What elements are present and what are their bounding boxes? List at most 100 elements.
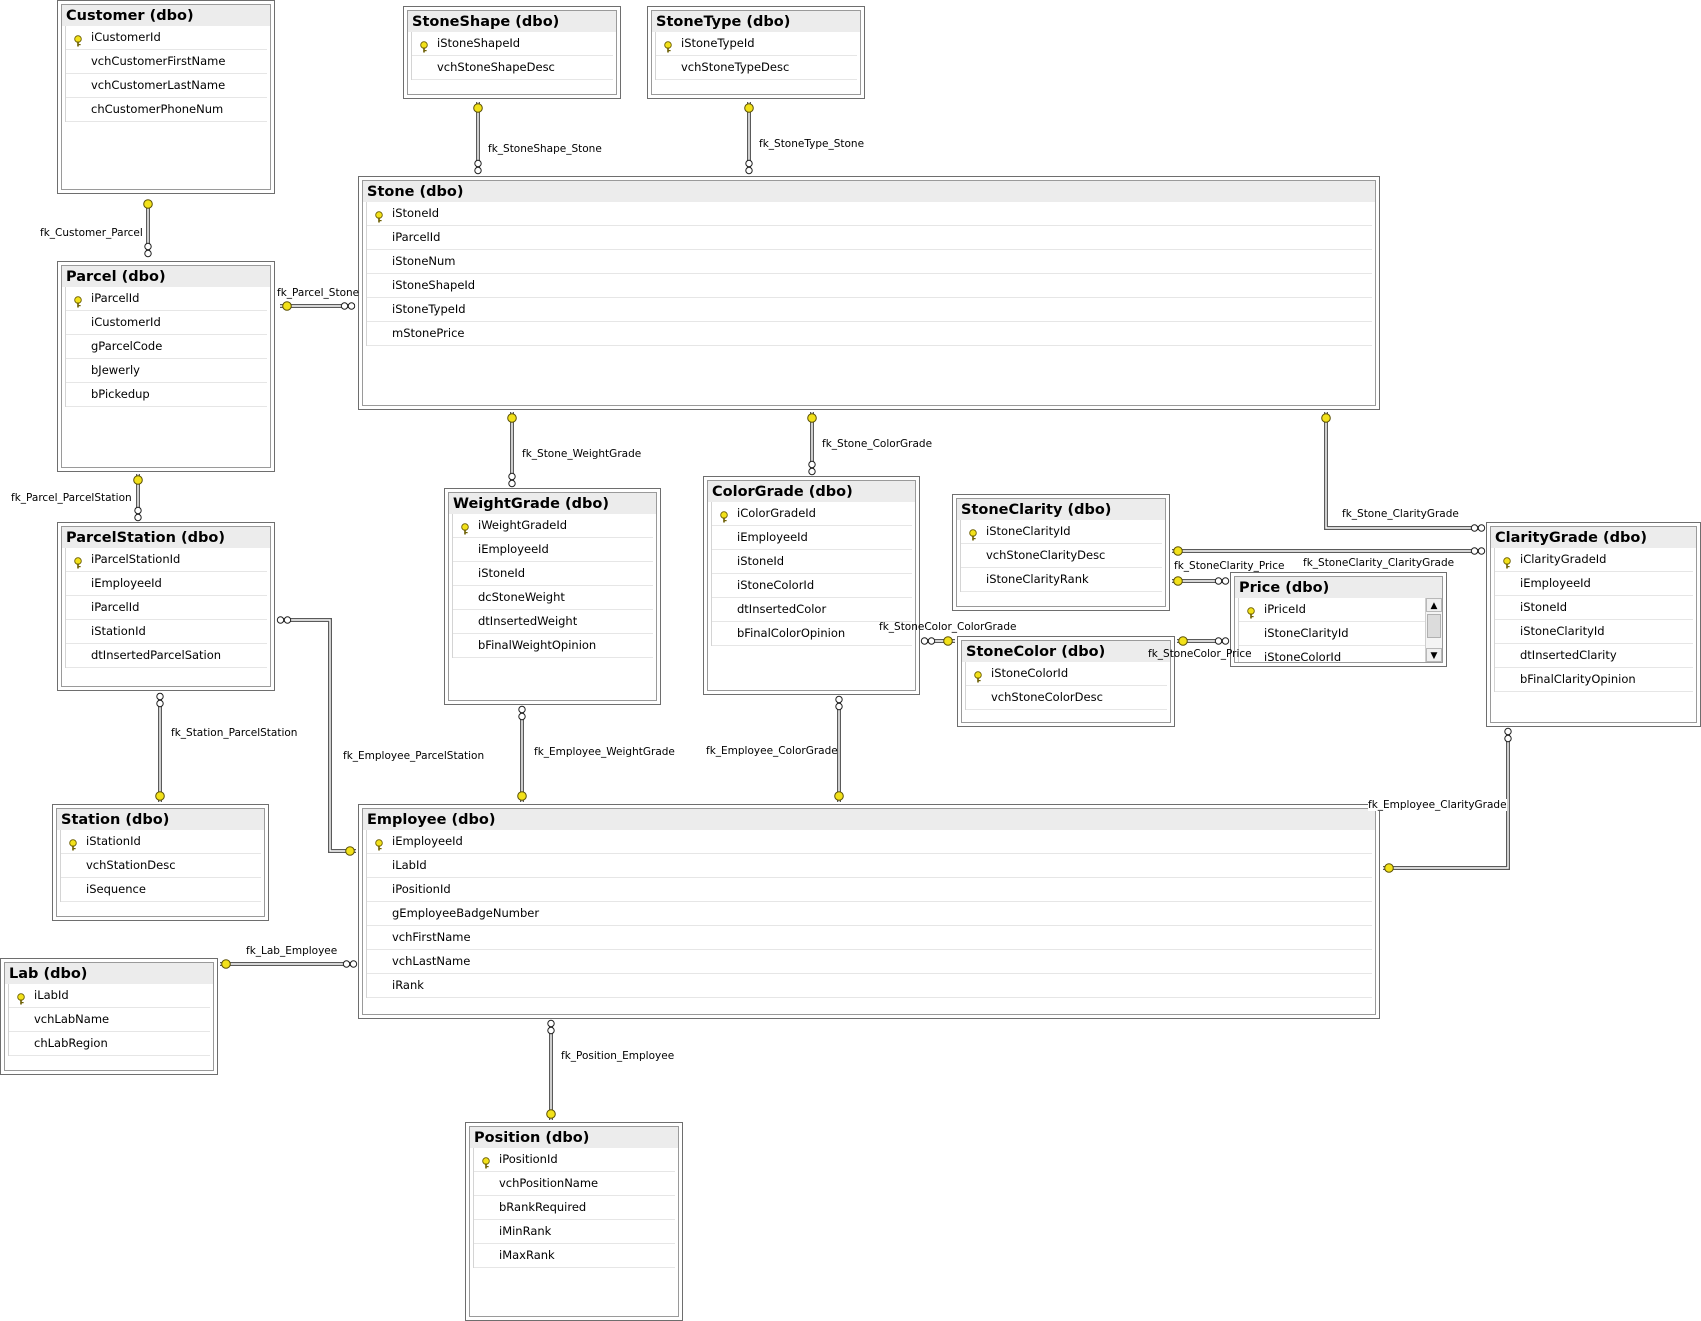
column-row[interactable]: iLabId (367, 854, 1372, 878)
column-row[interactable]: iCustomerId (66, 26, 267, 50)
table-title[interactable]: WeightGrade (dbo) (449, 493, 656, 514)
column-row[interactable]: iStoneId (712, 550, 912, 574)
column-row[interactable]: vchStationDesc (61, 854, 261, 878)
column-row[interactable]: dcStoneWeight (453, 586, 653, 610)
vertical-scrollbar[interactable]: ▲▼ (1425, 598, 1442, 662)
table-title[interactable]: Station (dbo) (57, 809, 264, 830)
column-row[interactable]: vchLabName (9, 1008, 210, 1032)
column-row[interactable]: iPositionId (474, 1148, 675, 1172)
column-row[interactable]: vchCustomerFirstName (66, 50, 267, 74)
column-row[interactable]: gParcelCode (66, 335, 267, 359)
column-row[interactable]: iStoneClarityId (1495, 620, 1693, 644)
column-row[interactable]: iMinRank (474, 1220, 675, 1244)
column-row[interactable]: gEmployeeBadgeNumber (367, 902, 1372, 926)
column-row[interactable]: vchStoneColorDesc (966, 686, 1167, 710)
table-title[interactable]: ParcelStation (dbo) (62, 527, 270, 548)
column-row[interactable]: iEmployeeId (712, 526, 912, 550)
column-row[interactable]: iClarityGradeId (1495, 548, 1693, 572)
table-title[interactable]: Price (dbo) (1235, 577, 1442, 598)
column-row[interactable]: vchStoneTypeDesc (656, 56, 857, 80)
column-row[interactable]: iParcelStationId (66, 548, 267, 572)
column-row[interactable]: vchCustomerLastName (66, 74, 267, 98)
column-row[interactable]: iParcelId (367, 226, 1372, 250)
column-row[interactable]: iStoneColorId (712, 574, 912, 598)
column-row[interactable]: vchFirstName (367, 926, 1372, 950)
column-row[interactable]: iWeightGradeId (453, 514, 653, 538)
relationship-line[interactable] (278, 618, 356, 853)
column-row[interactable]: bFinalWeightOpinion (453, 634, 653, 658)
table-title[interactable]: Position (dbo) (470, 1127, 678, 1148)
column-row[interactable]: iParcelId (66, 596, 267, 620)
relationship-line[interactable] (1324, 412, 1484, 530)
column-row[interactable]: dtInsertedParcelSation (66, 644, 267, 668)
table-title[interactable]: StoneColor (dbo) (962, 641, 1170, 662)
relationship-line[interactable] (1383, 729, 1510, 870)
column-row[interactable]: iStationId (66, 620, 267, 644)
table-title[interactable]: Employee (dbo) (363, 809, 1375, 830)
column-row[interactable]: iLabId (9, 984, 210, 1008)
column-row[interactable]: iStoneId (1495, 596, 1693, 620)
column-row[interactable]: iPositionId (367, 878, 1372, 902)
column-row[interactable]: bFinalColorOpinion (712, 622, 912, 646)
table-title[interactable]: Stone (dbo) (363, 181, 1375, 202)
column-row[interactable]: bPickedup (66, 383, 267, 407)
column-row[interactable]: dtInsertedColor (712, 598, 912, 622)
column-row[interactable]: dtInsertedClarity (1495, 644, 1693, 668)
column-row[interactable]: iMaxRank (474, 1244, 675, 1268)
column-row[interactable]: iStoneNum (367, 250, 1372, 274)
scroll-thumb[interactable] (1427, 614, 1441, 638)
column-row[interactable]: iStoneColorId (966, 662, 1167, 686)
table-title[interactable]: StoneShape (dbo) (408, 11, 616, 32)
column-row[interactable]: bFinalClarityOpinion (1495, 668, 1693, 692)
column-row[interactable]: bRankRequired (474, 1196, 675, 1220)
table-title[interactable]: Parcel (dbo) (62, 266, 270, 287)
scroll-up-arrow[interactable]: ▲ (1426, 598, 1442, 612)
table-title[interactable]: StoneClarity (dbo) (957, 499, 1165, 520)
column-row[interactable]: chLabRegion (9, 1032, 210, 1056)
column-row[interactable]: iStoneId (453, 562, 653, 586)
column-row[interactable]: vchPositionName (474, 1172, 675, 1196)
table-title[interactable]: ClarityGrade (dbo) (1491, 527, 1696, 548)
column-row[interactable]: iStoneTypeId (656, 32, 857, 56)
column-row[interactable]: dtInsertedWeight (453, 610, 653, 634)
column-row[interactable]: iStoneTypeId (367, 298, 1372, 322)
column-row[interactable]: iStationId (61, 830, 261, 854)
column-row[interactable]: bJewerly (66, 359, 267, 383)
column-row[interactable]: iStoneId (367, 202, 1372, 226)
column-row[interactable]: iStoneClarityRank (961, 568, 1162, 592)
column-row[interactable]: vchStoneShapeDesc (412, 56, 613, 80)
column-row[interactable]: chCustomerPhoneNum (66, 98, 267, 122)
column-row[interactable]: iStoneShapeId (367, 274, 1372, 298)
column-row[interactable]: vchLastName (367, 950, 1372, 974)
table-title[interactable]: Customer (dbo) (62, 5, 270, 26)
column-row[interactable]: iStoneShapeId (412, 32, 613, 56)
column-row[interactable]: vchStoneClarityDesc (961, 544, 1162, 568)
column-row[interactable]: iEmployeeId (367, 830, 1372, 854)
column-row[interactable]: iEmployeeId (66, 572, 267, 596)
column-row[interactable]: iEmployeeId (453, 538, 653, 562)
column-row[interactable]: iStoneClarityId (1239, 622, 1439, 646)
column-row[interactable]: iEmployeeId (1495, 572, 1693, 596)
column-row[interactable]: iSequence (61, 878, 261, 902)
table-title[interactable]: StoneType (dbo) (652, 11, 860, 32)
table-title[interactable]: ColorGrade (dbo) (708, 481, 915, 502)
column-row[interactable]: iPriceId (1239, 598, 1439, 622)
column-row[interactable]: iRank (367, 974, 1372, 998)
column-row[interactable]: iStoneClarityId (961, 520, 1162, 544)
